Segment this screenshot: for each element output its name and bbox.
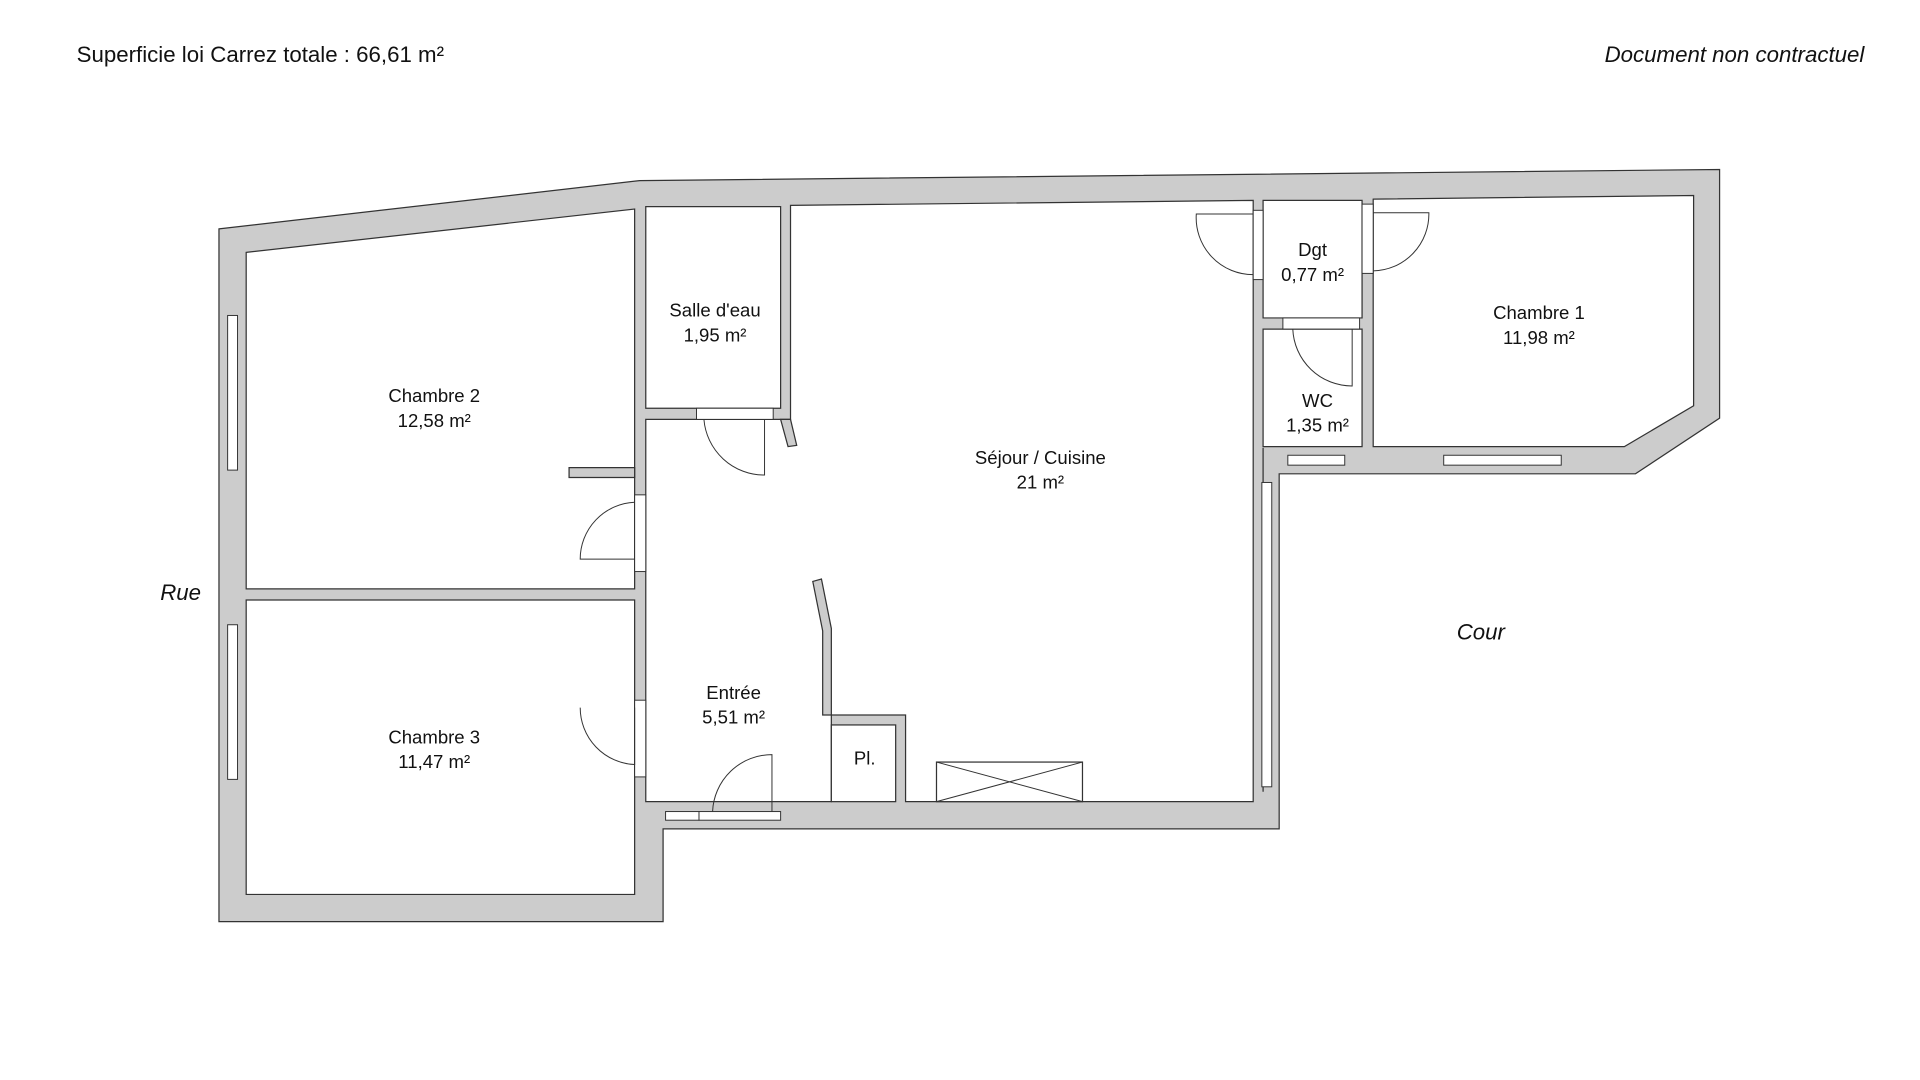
courtyard-label: Cour	[1457, 620, 1507, 645]
door-icon	[579, 494, 647, 573]
room-area: 5,51 m²	[702, 707, 765, 728]
door-icon	[1361, 203, 1430, 274]
window	[227, 314, 239, 471]
total-area-label: Superficie loi Carrez totale : 66,61 m²	[77, 42, 444, 67]
room-name: Chambre 3	[388, 727, 480, 748]
room-area: 12,58 m²	[398, 410, 471, 431]
room-chambre-3	[245, 599, 636, 896]
window	[1261, 481, 1273, 788]
street-label: Rue	[160, 580, 201, 605]
window	[1443, 454, 1562, 466]
door-icon	[579, 699, 647, 778]
room-area: 0,77 m²	[1281, 264, 1344, 285]
wall-stub	[779, 418, 798, 448]
room-name: WC	[1302, 390, 1333, 411]
room-area: 21 m²	[1017, 472, 1064, 493]
wall-stub	[568, 467, 636, 479]
kitchen-unit	[935, 761, 1084, 803]
room-name: Entrée	[706, 682, 761, 703]
window	[227, 624, 239, 780]
wall-stub	[812, 578, 832, 716]
door-icon	[1195, 209, 1264, 281]
room-salle-deau	[645, 205, 782, 409]
window	[1287, 454, 1346, 466]
room-name: Chambre 1	[1493, 302, 1585, 323]
room-name: Dgt	[1298, 239, 1328, 260]
window	[665, 811, 700, 821]
room-area: 1,35 m²	[1286, 415, 1349, 436]
disclaimer-label: Document non contractuel	[1605, 42, 1866, 67]
room-name: Séjour / Cuisine	[975, 447, 1106, 468]
room-name: Pl.	[854, 748, 876, 769]
room-placard	[830, 724, 897, 803]
room-chambre-2	[245, 208, 636, 590]
room-name: Chambre 2	[388, 385, 480, 406]
door-icon	[1282, 317, 1361, 387]
door-icon	[696, 407, 774, 476]
room-name: Salle d'eau	[669, 300, 760, 321]
room-area: 1,95 m²	[684, 324, 747, 345]
room-chambre-1	[1372, 194, 1695, 448]
room-area: 11,47 m²	[398, 751, 470, 772]
room-area: 11,98 m²	[1503, 327, 1575, 348]
